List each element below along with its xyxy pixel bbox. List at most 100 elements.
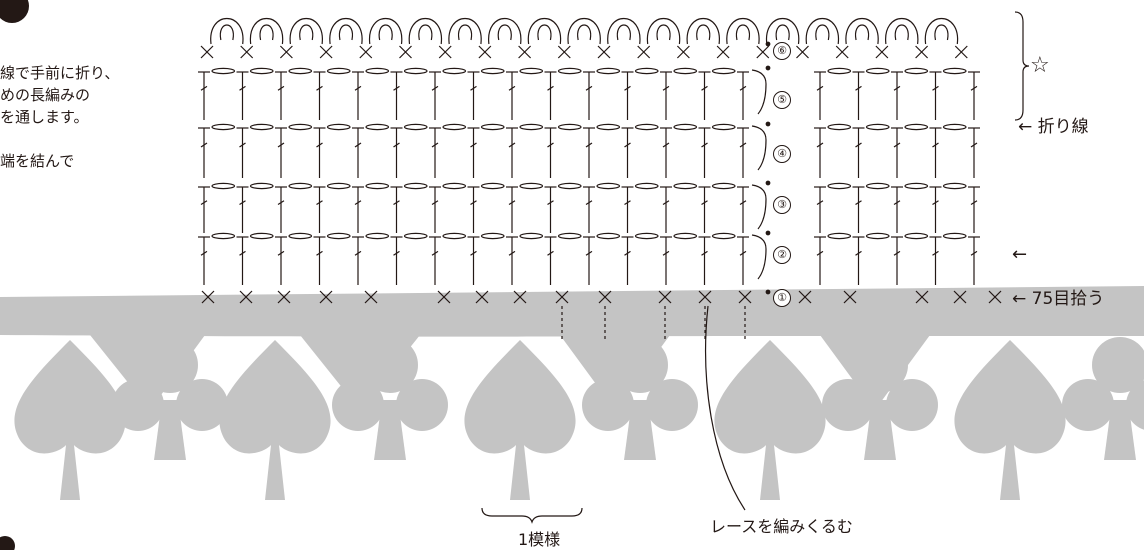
- single-crochet-symbol: [875, 45, 889, 59]
- picot-loop-symbol: [408, 18, 442, 45]
- double-crochet-symbol: [660, 71, 672, 120]
- one-repeat-bracket: [481, 507, 583, 524]
- double-crochet-symbol: [891, 127, 903, 178]
- start-dot-icon: [765, 230, 771, 236]
- stroke: [970, 250, 978, 256]
- double-crochet-symbol: [852, 71, 865, 120]
- picot-loop-symbol: [696, 24, 711, 41]
- stroke: [201, 290, 215, 304]
- stroke: [518, 45, 532, 59]
- spade-motif: [14, 340, 126, 500]
- stroke: [508, 250, 516, 256]
- round-number-3: ③: [773, 196, 791, 214]
- chain-symbol: [365, 232, 390, 240]
- double-crochet-symbol: [313, 236, 326, 285]
- chain-symbol: [249, 232, 274, 240]
- picot-loop-symbol: [656, 24, 671, 41]
- stroke: [354, 85, 362, 91]
- chain-symbol: [557, 67, 582, 75]
- chain-symbol: [904, 182, 929, 190]
- stroke: [431, 200, 439, 205]
- single-crochet-symbol: [738, 290, 752, 304]
- chain-symbol: [634, 232, 659, 240]
- double-crochet-symbol: [929, 236, 942, 285]
- single-crochet-symbol: [240, 45, 254, 59]
- stroke: [658, 290, 672, 304]
- chain-symbol: [711, 182, 736, 190]
- stroke: [662, 142, 670, 148]
- club-motif: [1062, 379, 1114, 431]
- double-crochet-symbol: [929, 186, 942, 233]
- chain-symbol: [827, 232, 852, 240]
- double-crochet-symbol: [236, 127, 249, 178]
- single-crochet-symbol: [756, 45, 770, 59]
- double-crochet-symbol: [621, 71, 634, 120]
- lace-wrap-label: レースを編みくるむ: [710, 517, 853, 536]
- stroke: [200, 45, 214, 59]
- double-crochet-symbol: [544, 127, 557, 178]
- stroke: [316, 85, 323, 91]
- double-crochet-symbol: [313, 186, 326, 233]
- chain-symbol: [865, 67, 890, 75]
- picot-loop-symbol: [616, 24, 631, 41]
- double-crochet-symbol: [968, 71, 980, 120]
- stroke: [431, 142, 439, 148]
- stroke: [239, 290, 253, 304]
- chain-symbol: [326, 182, 351, 190]
- chain-symbol: [403, 123, 428, 131]
- lace-edge: [0, 286, 1144, 337]
- picot-loop-symbol: [894, 24, 909, 41]
- chain-symbol: [519, 232, 544, 240]
- round-number-1: ①: [773, 289, 791, 307]
- double-crochet-symbol: [968, 236, 980, 285]
- stroke: [816, 142, 824, 148]
- double-crochet-symbol: [891, 71, 903, 120]
- chain-symbol: [673, 67, 698, 75]
- double-crochet-symbol: [814, 236, 826, 285]
- double-crochet-symbol: [313, 127, 326, 178]
- picot-loop-symbol: [735, 24, 751, 41]
- double-crochet-symbol: [737, 71, 749, 120]
- stroke: [932, 200, 939, 205]
- chain-symbol: [211, 232, 236, 240]
- chain-symbol: [326, 67, 351, 75]
- double-crochet-symbol: [467, 236, 480, 285]
- stroke: [716, 45, 730, 59]
- step-badge-icon: [0, 0, 29, 23]
- picot-loop-symbol: [448, 18, 482, 45]
- double-crochet-symbol: [275, 71, 287, 120]
- chain-symbol: [288, 232, 313, 240]
- chain-symbol: [480, 67, 505, 75]
- stroke: [585, 85, 593, 91]
- double-crochet-symbol: [583, 71, 595, 120]
- double-crochet-symbol: [467, 71, 480, 120]
- double-crochet-symbol: [390, 127, 403, 178]
- chain-symbol: [365, 123, 390, 131]
- stroke: [393, 250, 400, 256]
- stroke: [932, 142, 939, 148]
- single-crochet-symbol: [835, 45, 849, 59]
- picot-loop-symbol: [686, 18, 720, 45]
- round-number-4: ④: [773, 145, 791, 163]
- picot-loop-symbol: [567, 18, 601, 45]
- single-crochet-symbol: [513, 290, 527, 304]
- double-crochet-symbol: [737, 127, 749, 178]
- chain-symbol: [942, 232, 967, 240]
- stroke: [508, 200, 516, 205]
- double-crochet-symbol: [660, 127, 672, 178]
- turning-chain-symbol: [751, 69, 767, 115]
- stroke: [393, 142, 400, 148]
- double-crochet-symbol: [352, 236, 364, 285]
- single-crochet-symbol: [915, 45, 929, 59]
- round-number-5: ⑤: [773, 91, 791, 109]
- round-number-2: ②: [773, 246, 791, 264]
- stroke: [662, 200, 670, 205]
- single-crochet-symbol: [364, 290, 378, 304]
- chain-symbol: [827, 67, 852, 75]
- stroke: [597, 45, 611, 59]
- double-crochet-symbol: [814, 186, 826, 233]
- stroke: [676, 45, 690, 59]
- picot-loop-symbol: [924, 18, 958, 45]
- stroke: [970, 200, 978, 205]
